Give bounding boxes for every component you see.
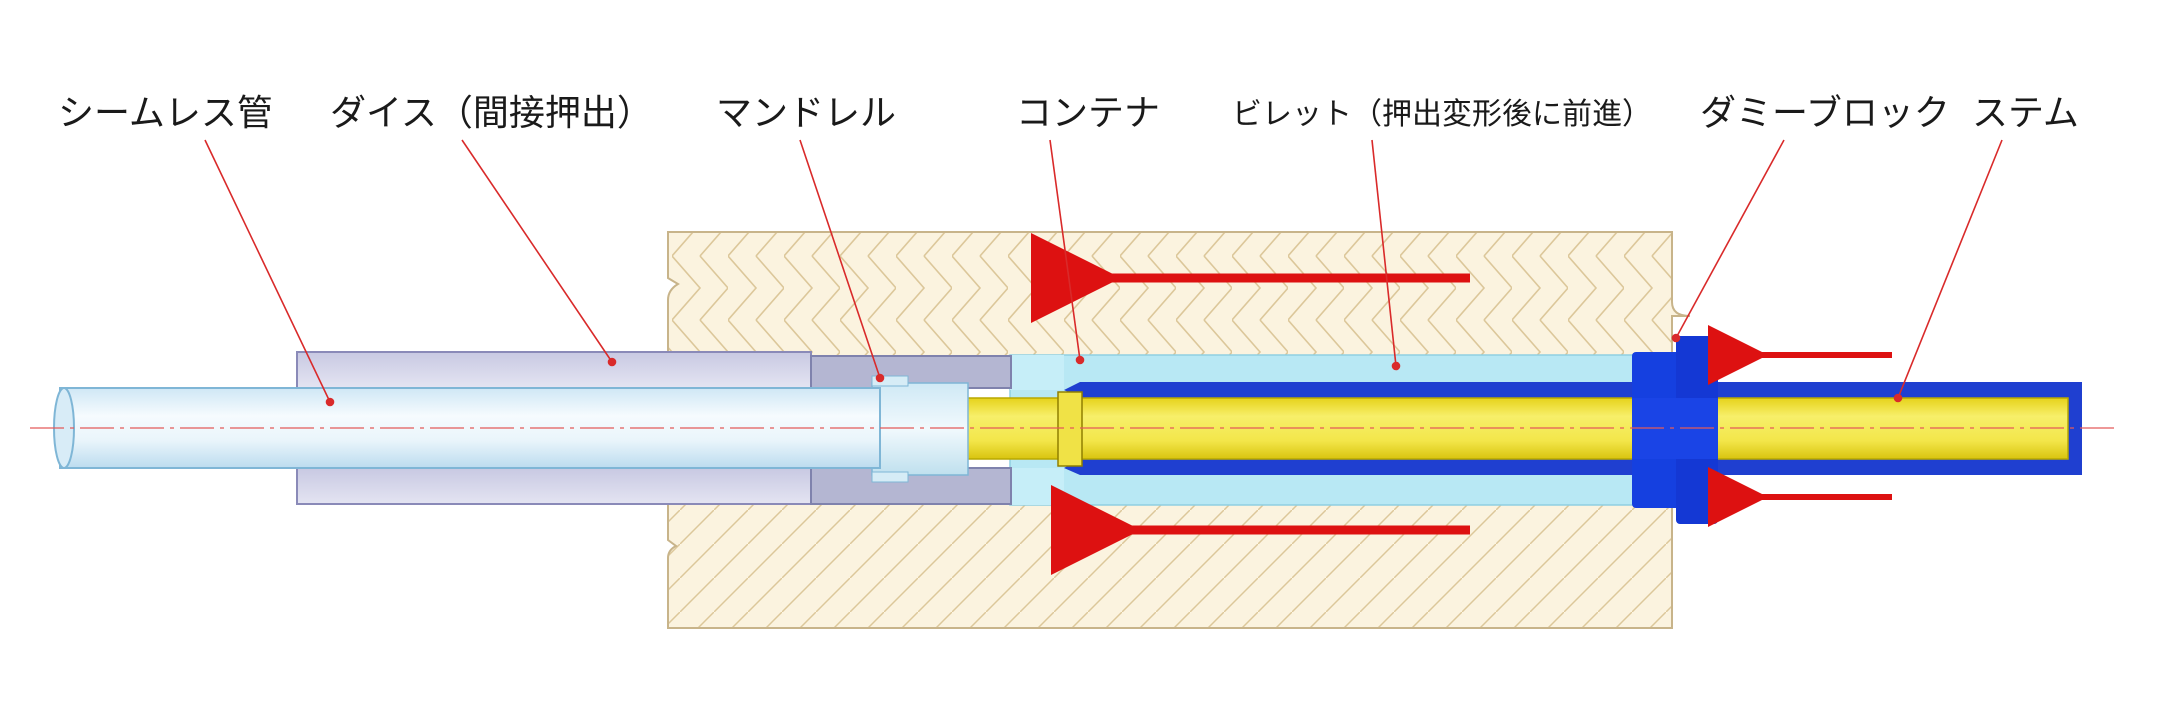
die-lower xyxy=(296,467,812,505)
label-seamless-tube: シームレス管 xyxy=(58,93,273,134)
stem-tail xyxy=(2068,382,2082,475)
container-lower-wall xyxy=(667,501,1673,629)
leader-dummy-block xyxy=(1675,139,1785,339)
leader-stem xyxy=(1897,139,2003,399)
leader-billet xyxy=(1371,139,1397,367)
leader-lines xyxy=(204,139,2003,407)
part-labels: シームレス管 ダイス（間接押出） マンドレル コンテナ ビレット（押出変形後に前… xyxy=(58,93,2079,134)
container-upper-wall xyxy=(667,231,1691,359)
stem-force-arrows xyxy=(1708,325,1892,527)
leader-container xyxy=(1049,139,1081,361)
mandrel-sleeve xyxy=(871,382,969,476)
dummy-block xyxy=(1632,336,1718,524)
mandrel-sleeve-step-bottom xyxy=(871,471,909,483)
stem-lower-wall xyxy=(1080,459,2080,475)
die-upper xyxy=(296,351,812,389)
leader-die xyxy=(461,139,613,363)
stem-upper-wall xyxy=(1080,382,2080,398)
label-mandrel: マンドレル xyxy=(716,93,896,134)
label-die: ダイス（間接押出） xyxy=(330,93,653,134)
label-container: コンテナ xyxy=(1016,93,1160,134)
label-dummy-block: ダミーブロック xyxy=(1700,93,1950,134)
label-billet: ビレット（押出変形後に前進） xyxy=(1232,97,1652,132)
mandrel-sleeve-step-top xyxy=(871,375,909,387)
leader-seamless-tube xyxy=(204,139,331,403)
container-motion-arrows xyxy=(1031,233,1470,575)
mandrel-collar xyxy=(1057,391,1083,467)
leader-mandrel xyxy=(799,139,881,379)
label-stem: ステム xyxy=(1972,93,2079,134)
